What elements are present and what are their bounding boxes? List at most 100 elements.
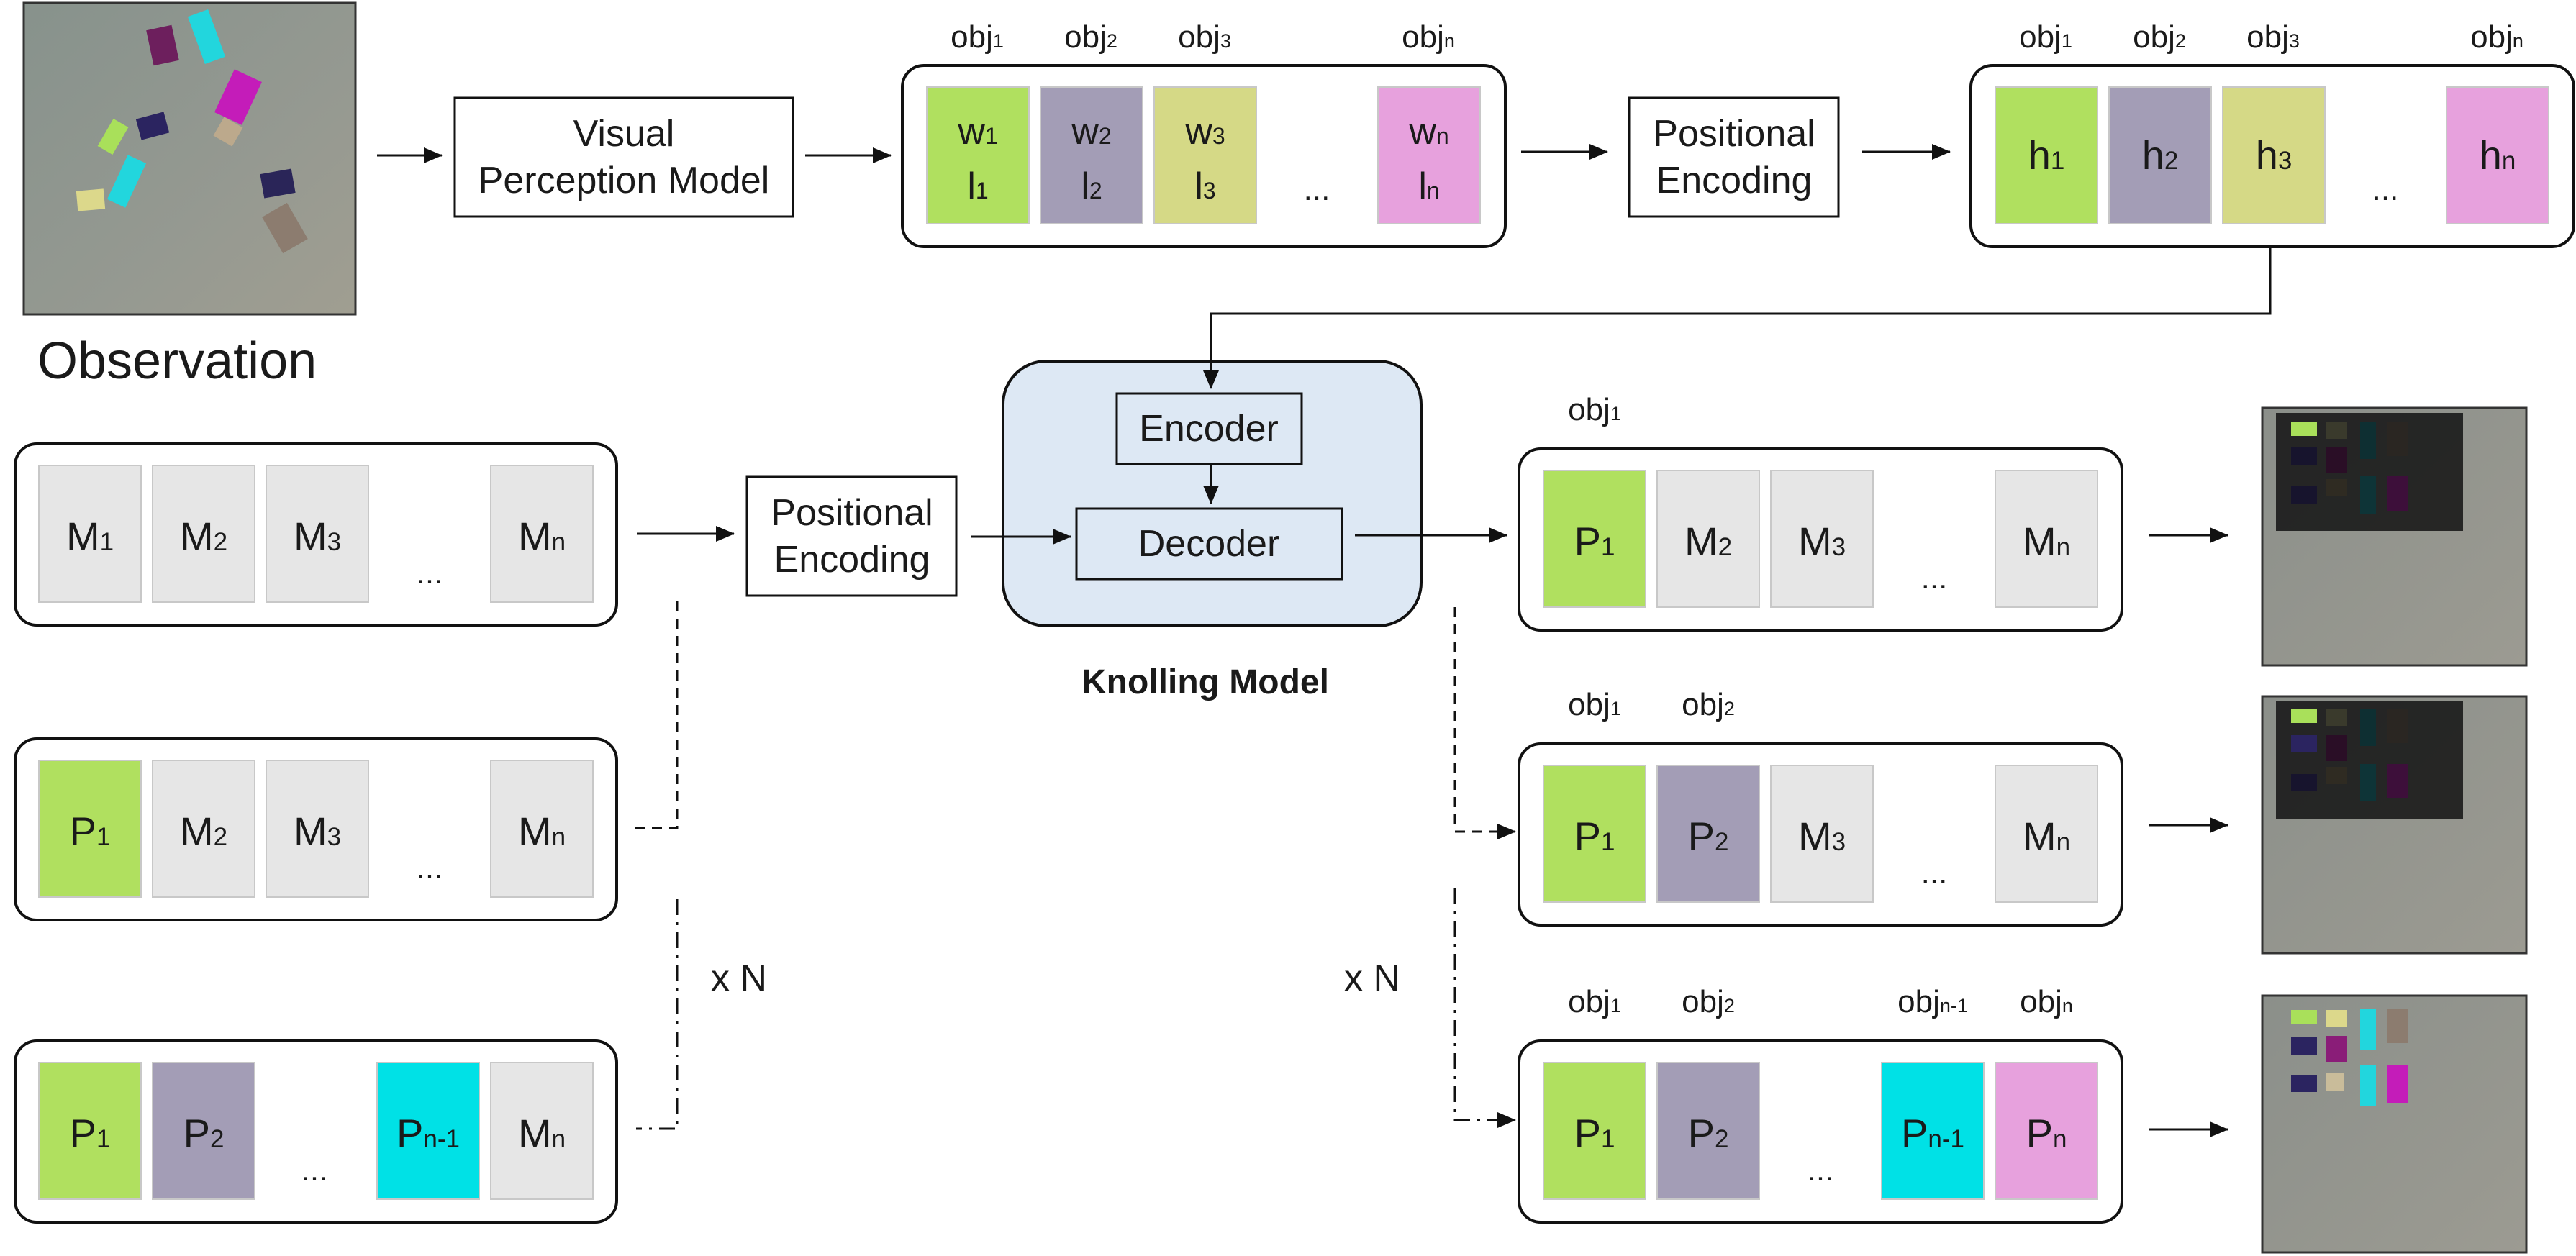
l-label-1: l1	[967, 165, 988, 207]
left-row-3-cell-4	[490, 1062, 594, 1200]
h-label-3: h3	[2256, 132, 2292, 178]
right-row-3-cell-3-label: Pn-1	[1901, 1111, 1964, 1156]
left-row-2-cell-3	[266, 760, 369, 898]
right-row-3-cell-4	[1995, 1062, 2098, 1200]
pe-mid-line-2: Encoding	[774, 539, 930, 581]
right-row-1-cell-3-label: M3	[1798, 519, 1846, 564]
block-tan	[213, 117, 243, 147]
pe-top-line-2: Encoding	[1656, 160, 1813, 201]
right-row-1-ellipsis: ...	[1921, 560, 1948, 596]
right-row-3-cell-2-label: P2	[1688, 1111, 1729, 1156]
l-label-2: l2	[1081, 165, 1102, 207]
left-row-3-cell-3-label: Pn-1	[396, 1111, 460, 1156]
feedback-dashdot-left	[636, 899, 679, 1130]
left-row-1-cell-4	[490, 465, 594, 603]
encoder-box	[1115, 392, 1303, 465]
left-row-1-cell-1-label: M1	[66, 514, 114, 559]
right-row-2-obj-label-1: obj1	[1568, 687, 1621, 722]
encoder-label: Encoder	[1139, 408, 1279, 450]
left-row-2-cell-3-label: M3	[294, 809, 341, 854]
wl-obj-label-4: objn	[1402, 19, 1455, 55]
left-row-3-cell-2-label: P2	[183, 1111, 225, 1156]
result-image-2	[2261, 695, 2528, 955]
left-row-2-cell-2-label: M2	[180, 809, 227, 854]
left-row-3-cell-2	[152, 1062, 255, 1200]
vpm-line-1: Visual	[573, 113, 675, 155]
left-row-1-ellipsis: ...	[417, 555, 443, 591]
wl-cell-4	[1377, 86, 1481, 224]
h-obj-label-1: obj1	[2019, 19, 2072, 55]
feedback-dashed-right	[1453, 607, 1516, 839]
right-row-1-cell-1	[1543, 470, 1646, 608]
right-row-3-cell-1-label: P1	[1574, 1111, 1615, 1156]
right-row-1-cell-4-label: Mn	[2023, 519, 2070, 564]
wl-obj-label-1: obj1	[951, 19, 1004, 55]
decoder-box	[1075, 507, 1343, 581]
right-row-2-cell-2-label: P2	[1688, 814, 1729, 859]
block-navy-2	[260, 168, 296, 199]
repeat-label-left: x N	[711, 957, 767, 999]
right-row-3-cell-3	[1881, 1062, 1985, 1200]
left-row-1-cell-4-label: Mn	[518, 514, 566, 559]
w-label-2: w2	[1071, 111, 1111, 153]
left-row-1-cell-3-label: M3	[294, 514, 341, 559]
vpm-line-2: Perception Model	[479, 160, 770, 201]
right-row-2-ellipsis: ...	[1921, 855, 1948, 891]
right-row-1-obj-label-1: obj1	[1568, 392, 1621, 427]
pe-top-line-1: Positional	[1653, 113, 1815, 155]
result-image-3	[2261, 994, 2528, 1254]
w-label-1: w1	[957, 111, 997, 153]
right-row-2-cell-4	[1995, 765, 2098, 903]
h-ellipsis: ...	[2372, 172, 2399, 207]
left-row-2-ellipsis: ...	[417, 850, 443, 886]
feedback-dashdot-right	[1453, 888, 1516, 1128]
decoder-label: Decoder	[1138, 523, 1280, 565]
right-row-2-obj-label-2: obj2	[1682, 687, 1735, 722]
arrows	[377, 144, 2272, 1137]
block-cyan-2	[106, 155, 147, 208]
w-label-4: wn	[1408, 111, 1448, 153]
left-row-1-cell-2-label: M2	[180, 514, 227, 559]
left-row-3-cell-4-label: Mn	[518, 1111, 566, 1156]
feedback-dashed-left	[632, 601, 679, 829]
right-row-1-cell-1-label: P1	[1574, 519, 1615, 564]
pe-mid-line-1: Positional	[771, 492, 933, 534]
block-cyan	[187, 9, 226, 65]
arrow-h-to-encoder	[1203, 248, 2272, 389]
right-row-3-obj-label-2: obj2	[1682, 984, 1735, 1019]
right-row-2-cell-1	[1543, 765, 1646, 903]
left-row-2-cell-4-label: Mn	[518, 809, 566, 854]
right-row-2-cell-2	[1656, 765, 1760, 903]
left-row-2-cell-2	[152, 760, 255, 898]
h-obj-label-2: obj2	[2133, 19, 2186, 55]
right-row-3-obj-label-1: obj1	[1568, 984, 1621, 1019]
h-label-2: h2	[2142, 132, 2179, 178]
visual-perception-model: Visual Perception Model	[453, 96, 794, 218]
block-brown	[262, 202, 308, 254]
right-row-2-cell-3	[1770, 765, 1874, 903]
left-row-3-cell-1	[38, 1062, 142, 1200]
h-cell-3	[2222, 86, 2326, 224]
positional-encoding-middle: Positional Encoding	[745, 475, 958, 597]
right-row-3-ellipsis: ...	[1808, 1152, 1834, 1188]
observation-image	[22, 1, 357, 316]
w-label-3: w3	[1184, 111, 1225, 153]
result-image-1	[2261, 406, 2528, 667]
repeat-label-right: x N	[1344, 957, 1400, 999]
l-label-3: l3	[1194, 165, 1215, 207]
wl-cell-2	[1040, 86, 1143, 224]
block-navy	[135, 112, 170, 140]
right-row-3-cell-4-label: Pn	[2026, 1111, 2067, 1156]
right-row-2-cell-3-label: M3	[1798, 814, 1846, 859]
l-label-4: ln	[1418, 165, 1439, 207]
right-row-2-cell-1-label: P1	[1574, 814, 1615, 859]
right-row-3-cell-1	[1543, 1062, 1646, 1200]
observation-label: Observation	[37, 332, 317, 390]
wl-obj-label-3: obj3	[1178, 19, 1231, 55]
h-obj-label-3: obj3	[2246, 19, 2300, 55]
left-row-1-cell-1	[38, 465, 142, 603]
left-row-1-cell-3	[266, 465, 369, 603]
wl-obj-label-2: obj2	[1064, 19, 1117, 55]
right-row-3-obj-label-4: objn	[2020, 984, 2073, 1019]
